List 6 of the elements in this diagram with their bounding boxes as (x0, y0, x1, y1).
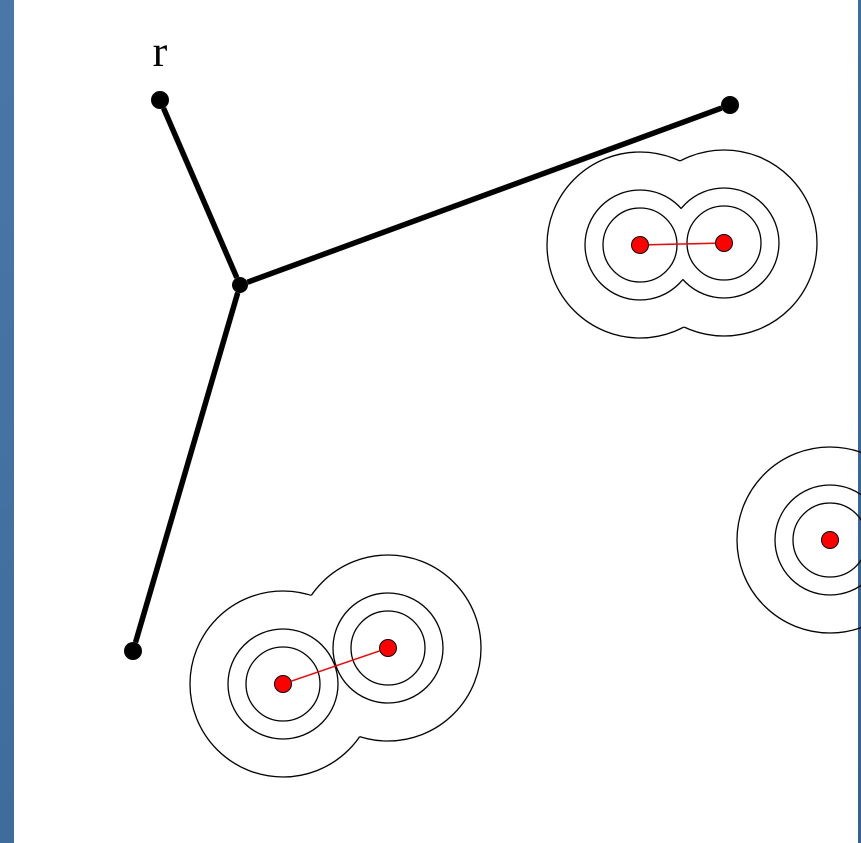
link-line (291, 650, 380, 682)
tree-edge (132, 292, 240, 644)
tree-edge (161, 107, 240, 279)
link-line (648, 242, 716, 246)
tree-edge (246, 106, 722, 285)
vertex-label: r (152, 30, 168, 74)
